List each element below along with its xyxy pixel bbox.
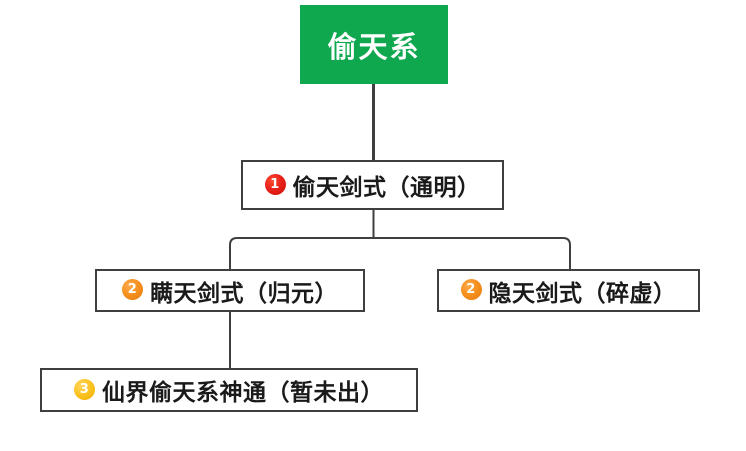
node-mantian-jianshi-label: 瞒天剑式（归元）: [150, 279, 338, 306]
badge-number-2-left: 2: [122, 279, 143, 300]
node-yintian-jianshi-label: 隐天剑式（碎虚）: [488, 279, 677, 306]
badge-number-3: 3: [74, 378, 95, 400]
node-tiantian-jianshi[interactable]: 1 偷天剑式（通明）: [241, 160, 504, 210]
node-xianjie-shentong[interactable]: 3 仙界偷天系神通（暂未出）: [40, 368, 418, 412]
node-root[interactable]: 偷天系: [300, 5, 448, 84]
node-root-label: 偷天系: [327, 31, 421, 64]
badge-number-2-right: 2: [460, 279, 482, 300]
node-tiantian-jianshi-label: 偷天剑式（通明）: [292, 174, 481, 200]
edge-n1-branch-bar: [229, 237, 571, 269]
node-xianjie-shentong-label: 仙界偷天系神通（暂未出）: [102, 379, 384, 405]
node-mantian-jianshi[interactable]: 2 瞒天剑式（归元）: [95, 269, 365, 312]
badge-number-1: 1: [264, 173, 286, 195]
node-yintian-jianshi[interactable]: 2 隐天剑式（碎虚）: [437, 269, 700, 312]
